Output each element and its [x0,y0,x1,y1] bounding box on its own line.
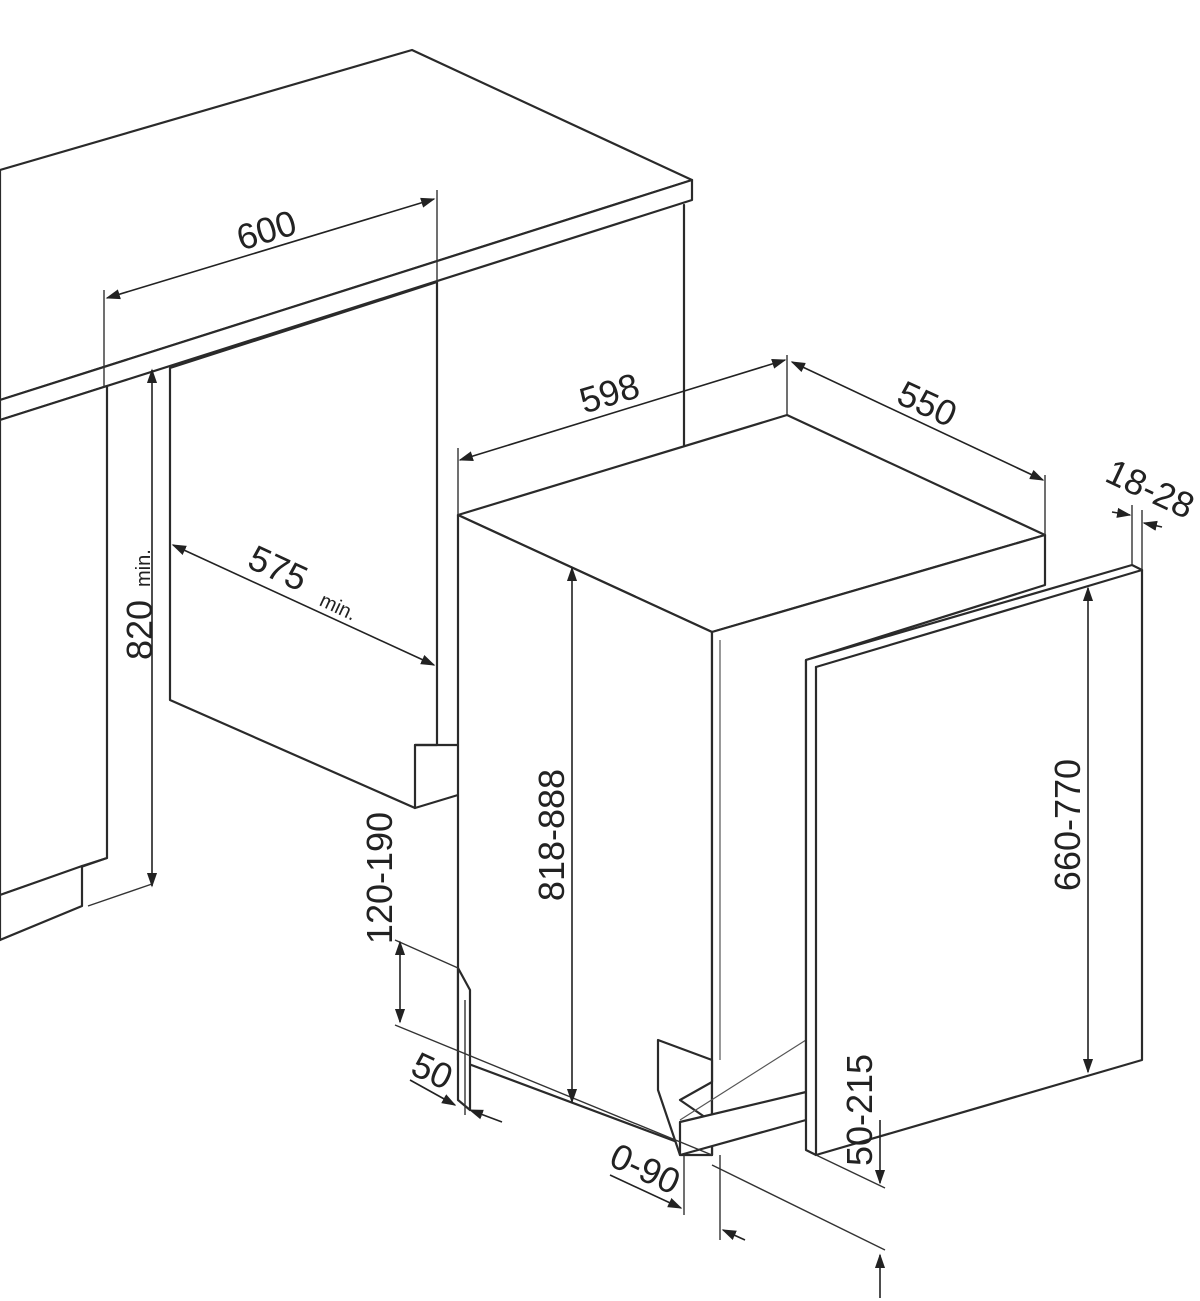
label-818-888: 818-888 [531,769,572,901]
dim-line-0-90-b [721,1229,746,1241]
dim-line-598 [458,358,787,462]
dim-line-18-28-a [1111,507,1132,518]
label-550: 550 [891,372,963,435]
label-0-90: 0-90 [604,1135,687,1203]
extension-lines [87,190,1143,1251]
label-660-770: 660-770 [1047,759,1088,891]
dim-line-18-28-b [1142,520,1163,531]
dim-line-575 [171,544,436,666]
dim-line-600 [105,197,436,300]
dimension-lines [105,197,1163,1298]
dim-line-50-a [409,1079,457,1106]
label-820: 820 [119,600,160,660]
label-18-28: 18-28 [1100,451,1200,527]
dim-line-550 [790,361,1045,481]
label-50-215: 50-215 [839,1054,880,1166]
label-120-190: 120-190 [359,812,400,944]
dim-line-50-b [468,1109,503,1123]
label-50: 50 [405,1044,459,1098]
label-820-suffix: min. [133,549,155,587]
label-598: 598 [575,365,644,422]
dim-line-0-90-a [609,1174,683,1209]
